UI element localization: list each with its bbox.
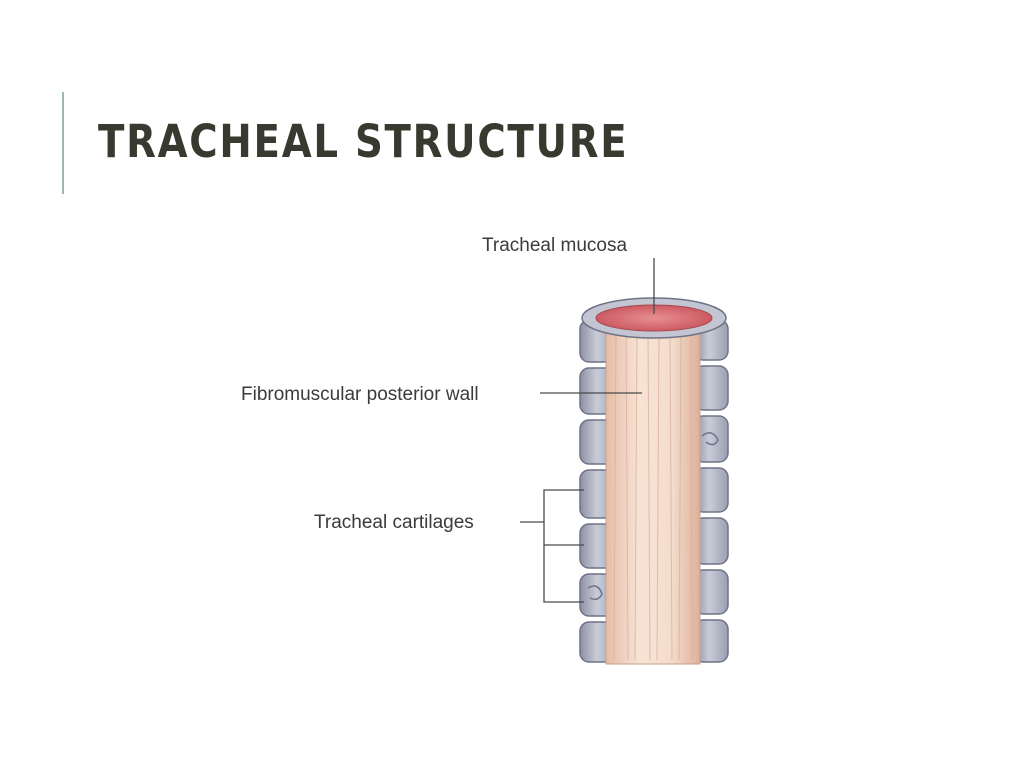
label-tracheal-cartilages: Tracheal cartilages (314, 512, 474, 533)
leader-lines (520, 258, 655, 603)
slide-title: TRACHEAL STRUCTURE (98, 115, 629, 168)
fibromuscular-wall (605, 325, 701, 665)
label-fibromuscular-posterior-wall: Fibromuscular posterior wall (241, 384, 479, 405)
trachea-tube (579, 297, 729, 665)
label-tracheal-mucosa: Tracheal mucosa (482, 235, 627, 256)
cartilage-rings-right (693, 319, 729, 663)
tracheal-lumen-top (581, 297, 727, 339)
title-accent-bar (62, 92, 64, 194)
